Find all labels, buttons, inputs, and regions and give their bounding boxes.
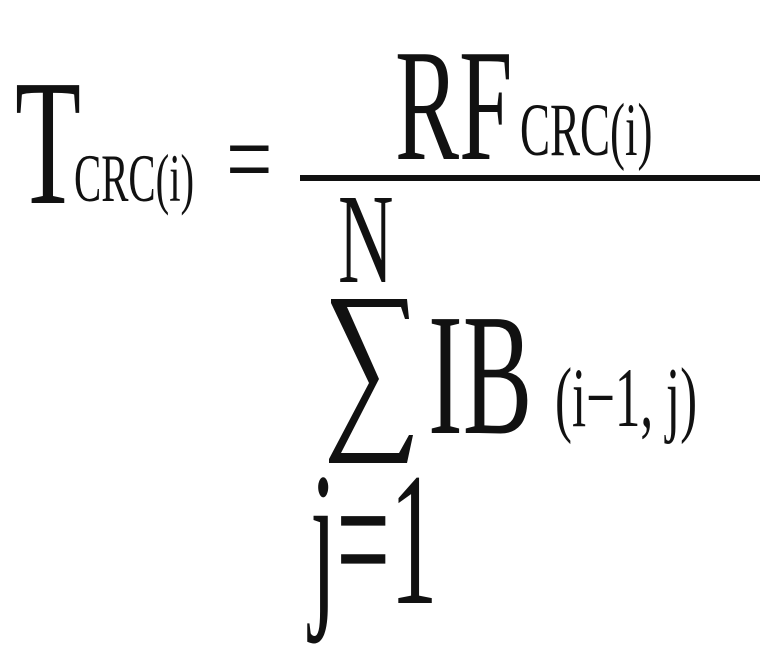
numerator-symbol: RF	[395, 16, 513, 194]
denominator-subscript: (i−1, j)	[555, 351, 698, 445]
sum-upper-limit: N	[338, 168, 394, 310]
equals-sign: =	[226, 98, 273, 220]
sum-lower-limit: j=1	[310, 435, 438, 645]
lhs-subscript: CRC(i)	[74, 140, 195, 216]
summation-sign	[329, 299, 413, 463]
fraction-bar	[300, 175, 760, 181]
denominator-term: IB	[428, 278, 533, 471]
lhs-symbol: T	[15, 43, 81, 242]
numerator-subscript: CRC(i)	[520, 89, 653, 172]
